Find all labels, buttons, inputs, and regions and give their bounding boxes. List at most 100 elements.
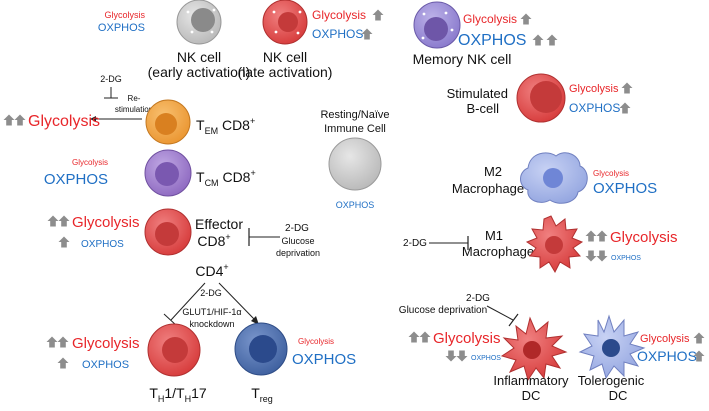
tol-dc-oxphos: OXPHOS [637, 348, 697, 364]
up-arrow-icon [57, 357, 69, 369]
th-label: TH1/TH17 [149, 385, 207, 404]
nk-late-cell [262, 0, 308, 45]
b-cell-glycolysis: Glycolysis [569, 83, 619, 95]
b-cell [516, 73, 566, 123]
up-arrow-icon [621, 82, 633, 94]
resting-cell [328, 137, 382, 191]
m2-oxphos: OXPHOS [593, 180, 657, 197]
b-cell-label-2: B-cell [466, 101, 499, 116]
nk-late-oxphos: OXPHOS [312, 27, 363, 41]
resting-oxphos: OXPHOS [336, 200, 375, 210]
up-arrow-icon [596, 230, 608, 242]
memory-nk-oxphos: OXPHOS [458, 32, 526, 49]
up-arrow-icon [372, 9, 384, 21]
dc-two-dg: 2-DG [466, 293, 490, 304]
m1-macrophage-cell [525, 215, 584, 274]
nk-late-glycolysis: Glycolysis [312, 8, 366, 22]
up-arrow-icon [3, 114, 15, 126]
up-arrow-icon [546, 34, 558, 46]
tolerogenic-dc-cell [578, 314, 646, 380]
glut-label-1: GLUT1/HIF-1α [182, 307, 241, 317]
b-cell-oxphos: OXPHOS [569, 101, 620, 115]
nk-late-label-1: NK cell [263, 49, 307, 65]
up-arrow-icon [520, 13, 532, 25]
treg-cell [234, 322, 288, 376]
effector-oxphos: OXPHOS [81, 239, 124, 250]
up-arrow-icon [532, 34, 544, 46]
restimulation-label-2: stimulation [115, 105, 153, 114]
effector-glucose-2: deprivation [276, 248, 320, 258]
m2-glycolysis: Glycolysis [593, 169, 629, 178]
two-dg-label: 2-DG [100, 74, 122, 84]
treg-glycolysis: Glycolysis [298, 337, 334, 346]
memory-nk-label: Memory NK cell [413, 51, 512, 67]
treg-label: Treg [251, 385, 273, 404]
infl-dc-label-2: DC [522, 388, 541, 403]
m1-label-1: M1 [485, 228, 503, 243]
cd4-label: CD4+ [195, 262, 228, 279]
th-glycolysis: Glycolysis [72, 335, 140, 352]
down-arrow-icon [445, 350, 457, 362]
memory-nk-glycolysis: Glycolysis [463, 12, 517, 26]
tol-dc-glycolysis: Glycolysis [640, 333, 690, 345]
up-arrow-icon [46, 336, 58, 348]
m2-label-1: M2 [484, 164, 502, 179]
infl-dc-oxphos: OXPHOS [471, 355, 501, 362]
tem-cd8-cell [145, 99, 191, 145]
treg-oxphos: OXPHOS [292, 351, 356, 368]
nk-early-nucleus [191, 8, 215, 32]
effector-glycolysis: Glycolysis [72, 214, 140, 231]
tcm-oxphos: OXPHOS [44, 171, 108, 188]
up-arrow-icon [14, 114, 26, 126]
b-cell-label-1: Stimulated [447, 86, 508, 101]
m1-two-dg: 2-DG [403, 238, 427, 249]
th-oxphos: OXPHOS [82, 359, 129, 371]
inflammatory-dc-cell [500, 316, 568, 382]
m2-label-2: Macrophage [452, 181, 524, 196]
effector-two-dg: 2-DG [285, 223, 309, 234]
down-arrow-icon [456, 350, 468, 362]
up-arrow-icon [58, 236, 70, 248]
m1-glycolysis: Glycolysis [610, 229, 678, 246]
tcm-label: TCM CD8+ [196, 168, 256, 188]
resting-label-2: Immune Cell [324, 123, 386, 135]
cd4-two-dg: 2-DG [200, 288, 222, 298]
nk-early-glycolysis: Glycolysis [104, 10, 145, 20]
effector-label-2: CD8+ [197, 232, 230, 249]
restimulation-label-1: Re- [128, 94, 141, 103]
nk-late-label-2: (late activation) [238, 64, 333, 80]
memory-nk-cell [413, 1, 461, 49]
tol-dc-label-1: Tolerogenic [578, 373, 645, 388]
m1-label-2: Macrophage [462, 244, 534, 259]
up-arrow-icon [58, 215, 70, 227]
glut-label-2: knockdown [189, 319, 234, 329]
th1-th17-cell [147, 323, 201, 377]
m2-macrophage-cell [520, 152, 588, 204]
down-arrow-icon [596, 250, 608, 262]
effector-label-1: Effector [195, 216, 243, 232]
up-arrow-icon [47, 215, 59, 227]
tol-dc-label-2: DC [609, 388, 628, 403]
up-arrow-icon [693, 332, 705, 344]
infl-dc-label-1: Inflammatory [493, 373, 569, 388]
resting-label-1: Resting/Naïve [320, 109, 389, 121]
up-arrow-icon [57, 336, 69, 348]
up-arrow-icon [585, 230, 597, 242]
effector-cd8-cell [144, 208, 192, 256]
nk-early-cell [176, 0, 222, 45]
nk-early-label-2: (early activation) [148, 64, 251, 80]
up-arrow-icon [408, 331, 420, 343]
tem-glycolysis: Glycolysis [28, 113, 100, 130]
tcm-glycolysis: Glycolysis [72, 158, 108, 167]
infl-dc-glycolysis: Glycolysis [433, 330, 501, 347]
down-arrow-icon [585, 250, 597, 262]
up-arrow-icon [619, 102, 631, 114]
m1-oxphos: OXPHOS [611, 255, 641, 262]
nk-early-label-1: NK cell [177, 49, 221, 65]
tcm-cd8-cell [144, 149, 192, 197]
dc-glucose: Glucose deprivation [399, 305, 487, 316]
effector-glucose-1: Glucose [281, 236, 314, 246]
nk-late-nucleus [278, 12, 298, 32]
